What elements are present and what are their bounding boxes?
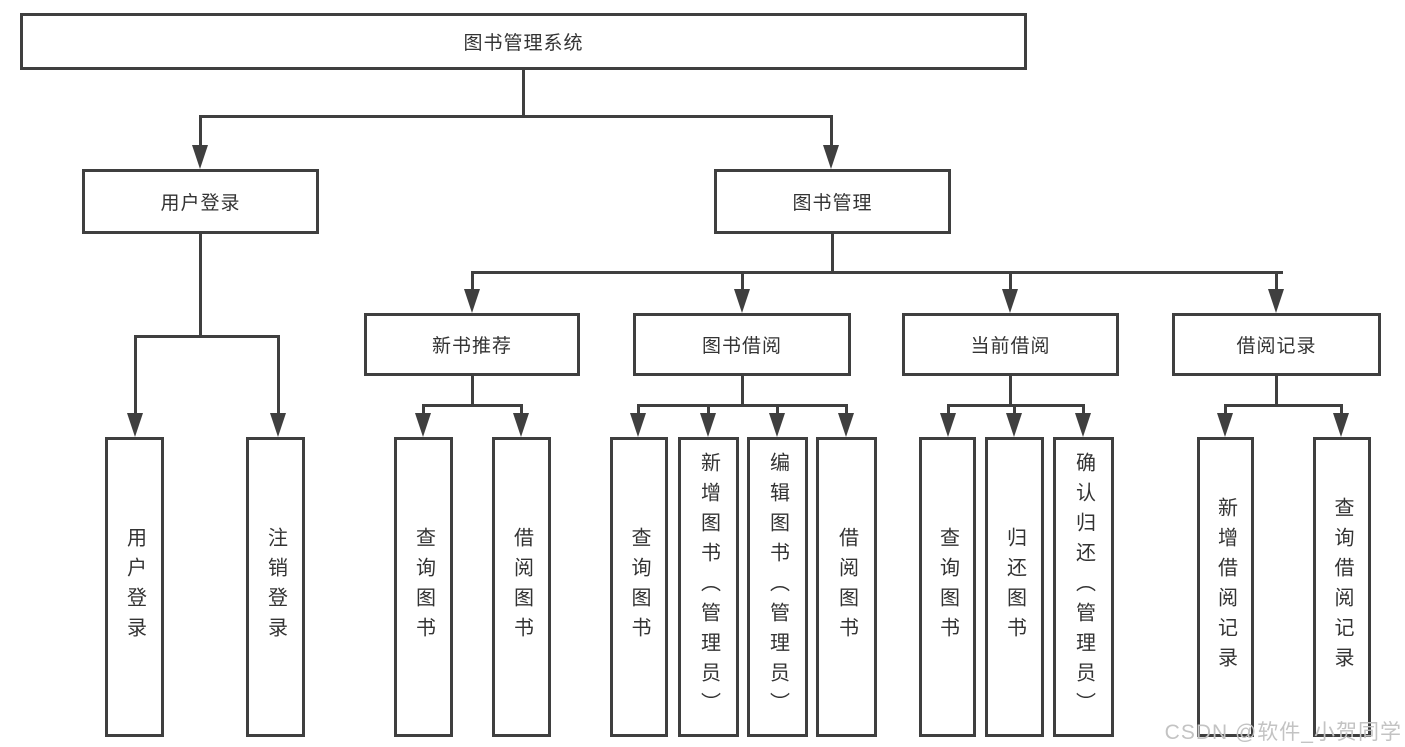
connector-line [1082, 404, 1085, 418]
arrow-down-icon [940, 413, 956, 437]
leaf-label: 新增借阅记录 [1214, 497, 1237, 677]
connector-line [277, 335, 280, 417]
leaf-query-books-borrow: 查询图书 [610, 437, 668, 737]
arrow-down-icon [1333, 413, 1349, 437]
connector-line [522, 69, 525, 117]
arrow-down-icon [734, 289, 750, 313]
node-book-management: 图书管理 [714, 169, 951, 234]
node-new-book-recommend: 新书推荐 [364, 313, 580, 376]
connector-line [134, 335, 137, 417]
connector-line [947, 404, 950, 418]
leaf-label: 确认归还（管理员） [1072, 452, 1095, 722]
connector-line [199, 234, 202, 338]
connector-line [199, 115, 833, 118]
leaf-label: 借阅图书 [835, 527, 858, 647]
leaf-label: 查询图书 [628, 527, 650, 647]
leaf-confirm-return-admin: 确认归还（管理员） [1053, 437, 1114, 737]
connector-line [831, 234, 834, 274]
connector-line [1340, 404, 1343, 418]
connector-line [637, 404, 640, 418]
leaf-edit-books-admin: 编辑图书（管理员） [747, 437, 808, 737]
leaf-add-borrow-record: 新增借阅记录 [1197, 437, 1254, 737]
arrow-down-icon [192, 145, 208, 169]
connector-line [471, 376, 474, 407]
arrow-down-icon [1075, 413, 1091, 437]
leaf-borrow-books: 借阅图书 [816, 437, 877, 737]
connector-line [471, 271, 474, 293]
connector-line [830, 115, 833, 148]
node-current-borrow: 当前借阅 [902, 313, 1119, 376]
arrow-down-icon [415, 413, 431, 437]
connector-line [776, 404, 779, 418]
connector-line [1013, 404, 1016, 418]
arrow-down-icon [513, 413, 529, 437]
connector-line [707, 404, 710, 418]
connector-line [1009, 271, 1012, 293]
arrow-down-icon [270, 413, 286, 437]
leaf-label: 用户登录 [123, 527, 146, 647]
connector-line [422, 404, 523, 407]
arrow-down-icon [464, 289, 480, 313]
node-borrow-records: 借阅记录 [1172, 313, 1381, 376]
node-book-borrow: 图书借阅 [633, 313, 851, 376]
connector-line [845, 404, 848, 418]
connector-line [422, 404, 425, 418]
leaf-label: 编辑图书（管理员） [766, 452, 789, 722]
csdn-watermark: CSDN @软件_小贺同学 [1164, 721, 1402, 744]
arrow-down-icon [1002, 289, 1018, 313]
leaf-logout: 注销登录 [246, 437, 305, 737]
connector-line [520, 404, 523, 418]
connector-line [199, 115, 202, 148]
leaf-query-books-current: 查询图书 [919, 437, 976, 737]
leaf-label: 新增图书（管理员） [697, 452, 720, 722]
leaf-label: 查询借阅记录 [1331, 497, 1353, 677]
leaf-query-books-recommend: 查询图书 [394, 437, 453, 737]
arrow-down-icon [127, 413, 143, 437]
connector-line [134, 335, 280, 338]
arrow-down-icon [838, 413, 854, 437]
connector-line [741, 376, 744, 407]
arrow-down-icon [700, 413, 716, 437]
arrow-down-icon [823, 145, 839, 169]
connector-line [471, 271, 1283, 274]
leaf-add-books-admin: 新增图书（管理员） [678, 437, 739, 737]
arrow-down-icon [1217, 413, 1233, 437]
connector-line [1275, 376, 1278, 407]
leaf-user-login: 用户登录 [105, 437, 164, 737]
connector-line [1275, 271, 1278, 293]
node-root: 图书管理系统 [20, 13, 1027, 70]
arrow-down-icon [1006, 413, 1022, 437]
arrow-down-icon [769, 413, 785, 437]
connector-line [637, 404, 848, 407]
arrow-down-icon [1268, 289, 1284, 313]
leaf-borrow-books-recommend: 借阅图书 [492, 437, 551, 737]
connector-line [947, 404, 1085, 407]
connector-line [1224, 404, 1227, 418]
connector-line [1009, 376, 1012, 407]
leaf-label: 注销登录 [264, 527, 287, 647]
leaf-label: 查询图书 [936, 527, 959, 647]
leaf-return-books: 归还图书 [985, 437, 1044, 737]
connector-line [741, 271, 744, 293]
connector-line [1224, 404, 1343, 407]
leaf-label: 查询图书 [412, 527, 435, 647]
arrow-down-icon [630, 413, 646, 437]
leaf-label: 归还图书 [1003, 527, 1026, 647]
node-user-login: 用户登录 [82, 169, 319, 234]
leaf-label: 借阅图书 [510, 527, 533, 647]
leaf-query-borrow-record: 查询借阅记录 [1313, 437, 1371, 737]
